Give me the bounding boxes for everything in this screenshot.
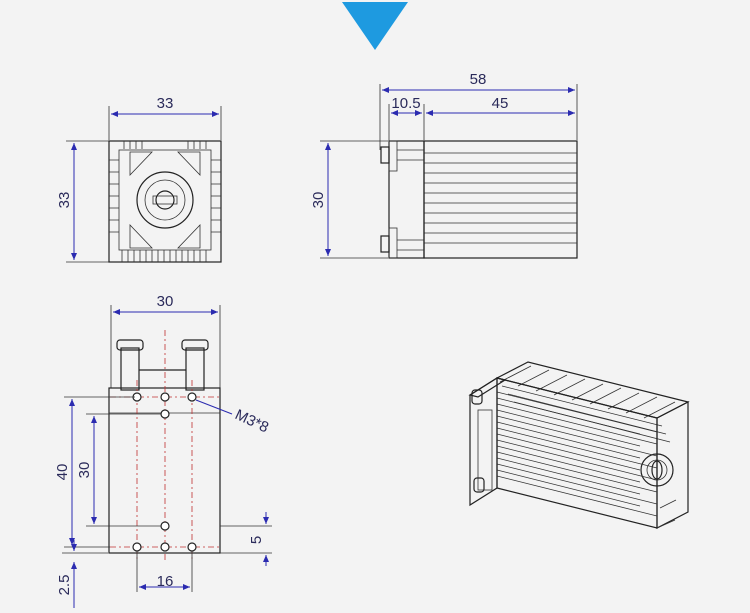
side-height-label: 30 xyxy=(310,192,327,209)
overall-length-label: 58 xyxy=(470,71,487,88)
mount-hole xyxy=(160,409,170,419)
triangle-down-icon xyxy=(342,2,408,50)
front-height-label: 33 xyxy=(56,192,73,209)
hole-pitch-label: 16 xyxy=(157,573,174,590)
mount-hole xyxy=(160,392,170,402)
end-offset-label: 5 xyxy=(248,536,265,544)
mount-hole xyxy=(187,542,197,552)
heatsink-length-label: 45 xyxy=(492,95,509,112)
edge-offset-label: 2.5 xyxy=(56,575,73,596)
side-view: 58 10.5 45 30 xyxy=(310,71,578,259)
flange-length-label: 10.5 xyxy=(391,95,420,112)
front-view: 33 33 xyxy=(56,95,222,263)
isometric-view xyxy=(468,361,690,529)
mount-hole xyxy=(160,542,170,552)
hole-spec-label: M3*8 xyxy=(232,406,271,436)
bottom-view: 30 M3*8 40 30 xyxy=(54,293,272,608)
outer-spacing-label: 40 xyxy=(54,464,71,481)
front-width-label: 33 xyxy=(157,95,174,112)
mount-hole xyxy=(160,521,170,531)
bottom-width-label: 30 xyxy=(157,293,174,310)
inner-spacing-label: 30 xyxy=(76,462,93,479)
mount-hole xyxy=(187,392,197,402)
mount-hole xyxy=(132,542,142,552)
